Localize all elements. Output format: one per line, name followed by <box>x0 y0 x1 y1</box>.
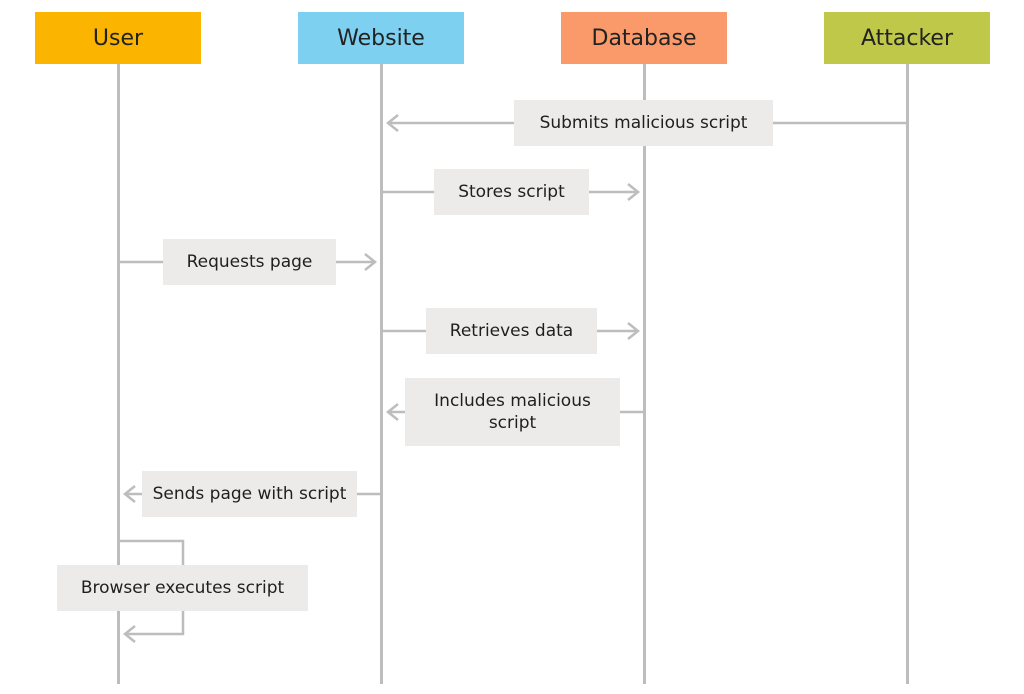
message-label: Requests page <box>163 239 336 285</box>
message-label: Sends page with script <box>142 471 357 517</box>
message-label: Includes malicious script <box>405 378 620 446</box>
actor-database: Database <box>561 12 727 64</box>
actor-website: Website <box>298 12 464 64</box>
actor-user: User <box>35 12 201 64</box>
message-label: Stores script <box>434 169 589 215</box>
actor-attacker: Attacker <box>824 12 990 64</box>
message-label: Submits malicious script <box>514 100 773 146</box>
lifeline-user <box>117 64 120 684</box>
message-label: Retrieves data <box>426 308 597 354</box>
message-label: Browser executes script <box>57 565 308 611</box>
lifeline-attacker <box>906 64 909 684</box>
lifeline-website <box>380 64 383 684</box>
lifeline-database <box>643 64 646 684</box>
